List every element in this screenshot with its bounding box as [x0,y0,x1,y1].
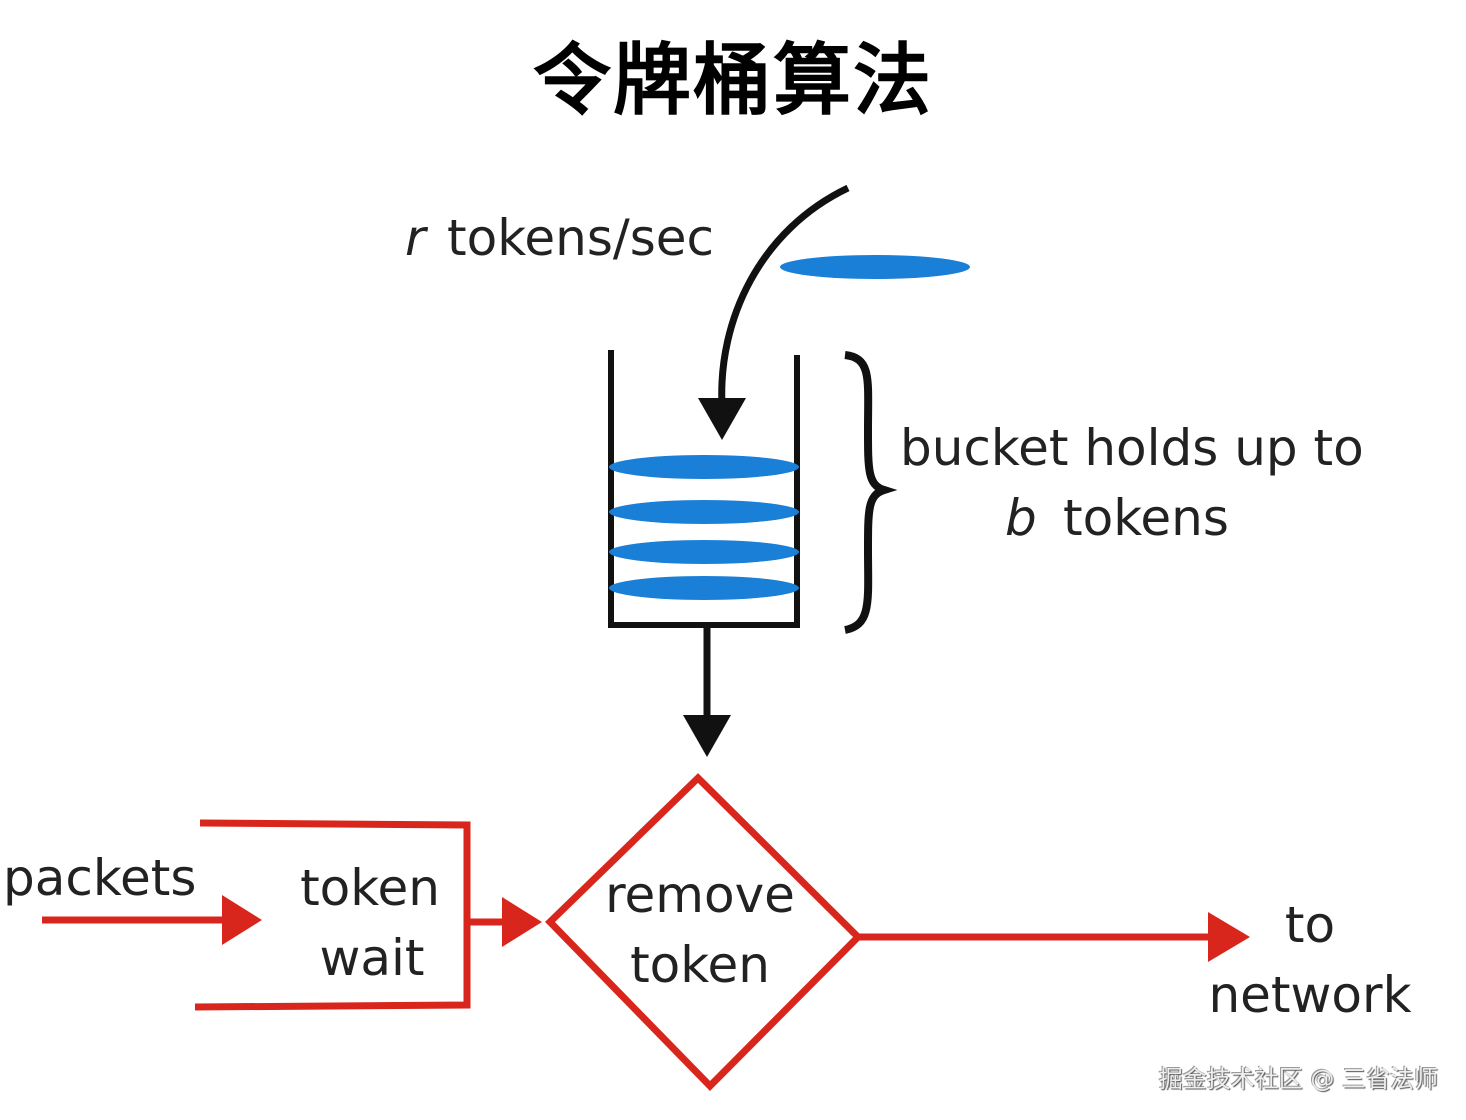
bucket-token [609,576,799,600]
bucket-capacity-label: bucket holds up to [900,419,1364,477]
to-network-label-2: network [1208,966,1411,1024]
token-wait-label-1: token [300,859,440,917]
bucket-token [609,455,799,479]
to-network-label-1: to [1285,896,1335,954]
bucket-output-arrowhead [683,715,731,757]
diagram-title: 令牌桶算法 [532,36,933,126]
token-wait-label-2: wait [319,929,424,987]
packets-arrowhead [222,895,262,945]
watermark: 掘金技术社区 @ 三省法师 [1158,1065,1438,1093]
capacity-brace [843,351,898,634]
bucket-token [609,500,799,524]
remove-token-decision [545,773,863,1091]
falling-token [780,255,970,279]
token-wait-queue [194,819,471,1011]
packets-label: packets [3,849,196,907]
remove-token-label-1: remove [605,866,795,924]
refill-arrow [718,184,850,406]
bucket-capacity-variable: b [1005,489,1037,547]
bucket-token [609,540,799,564]
network-arrowhead [1208,912,1250,962]
bucket-capacity-unit: tokens [1063,489,1229,547]
rate-variable: r [405,209,429,267]
remove-token-label-2: token [630,936,770,994]
refill-arrowhead [698,398,746,440]
queue-to-remove-arrowhead [502,897,542,947]
rate-label: tokens/sec [447,209,714,267]
